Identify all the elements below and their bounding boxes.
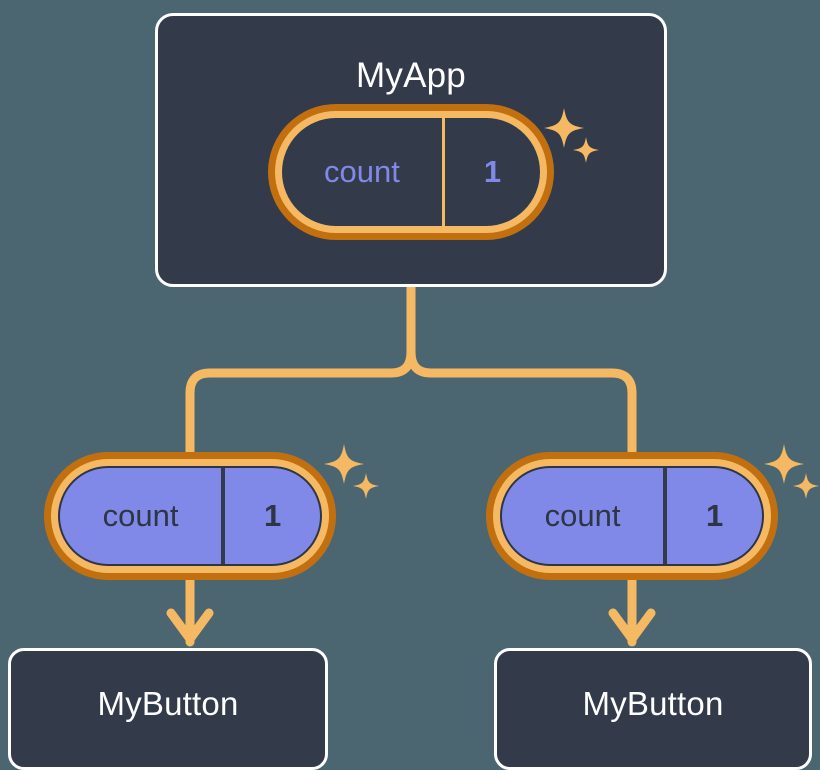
page-title: MyApp: [356, 56, 466, 95]
state-pill-face: count 1: [500, 466, 764, 566]
state-value-label: 1: [221, 468, 320, 564]
state-pill-face: count 1: [282, 118, 540, 226]
state-pill-right-child[interactable]: count 1: [486, 452, 778, 580]
edge-root-to-right-child: [406, 282, 637, 457]
state-pill-ring: count 1: [486, 452, 778, 580]
state-pill-left-child[interactable]: count 1: [44, 452, 336, 580]
state-key-label: count: [324, 154, 400, 189]
component-card-mybutton-left[interactable]: MyButton: [8, 648, 328, 770]
state-pill-ring: count 1: [268, 104, 554, 240]
component-title: MyButton: [97, 685, 239, 722]
component-title: MyButton: [582, 685, 724, 722]
state-key-label: count: [102, 498, 179, 533]
arrow-down-icon-right: [608, 608, 656, 644]
state-pill-inner-ring: count 1: [275, 111, 547, 233]
state-pill-inner-ring: count 1: [493, 459, 771, 573]
state-pill-ring: count 1: [44, 452, 336, 580]
state-pill-face: count 1: [58, 466, 322, 566]
state-value-label: 1: [441, 118, 540, 226]
state-value-label: 1: [663, 468, 762, 564]
arrow-down-icon-left: [166, 608, 214, 644]
component-card-mybutton-right[interactable]: MyButton: [494, 648, 812, 770]
state-pill-inner-ring: count 1: [51, 459, 329, 573]
state-pill-myapp[interactable]: count 1: [268, 104, 554, 240]
state-key-label: count: [544, 498, 621, 533]
edge-root-to-left-child: [185, 282, 416, 457]
